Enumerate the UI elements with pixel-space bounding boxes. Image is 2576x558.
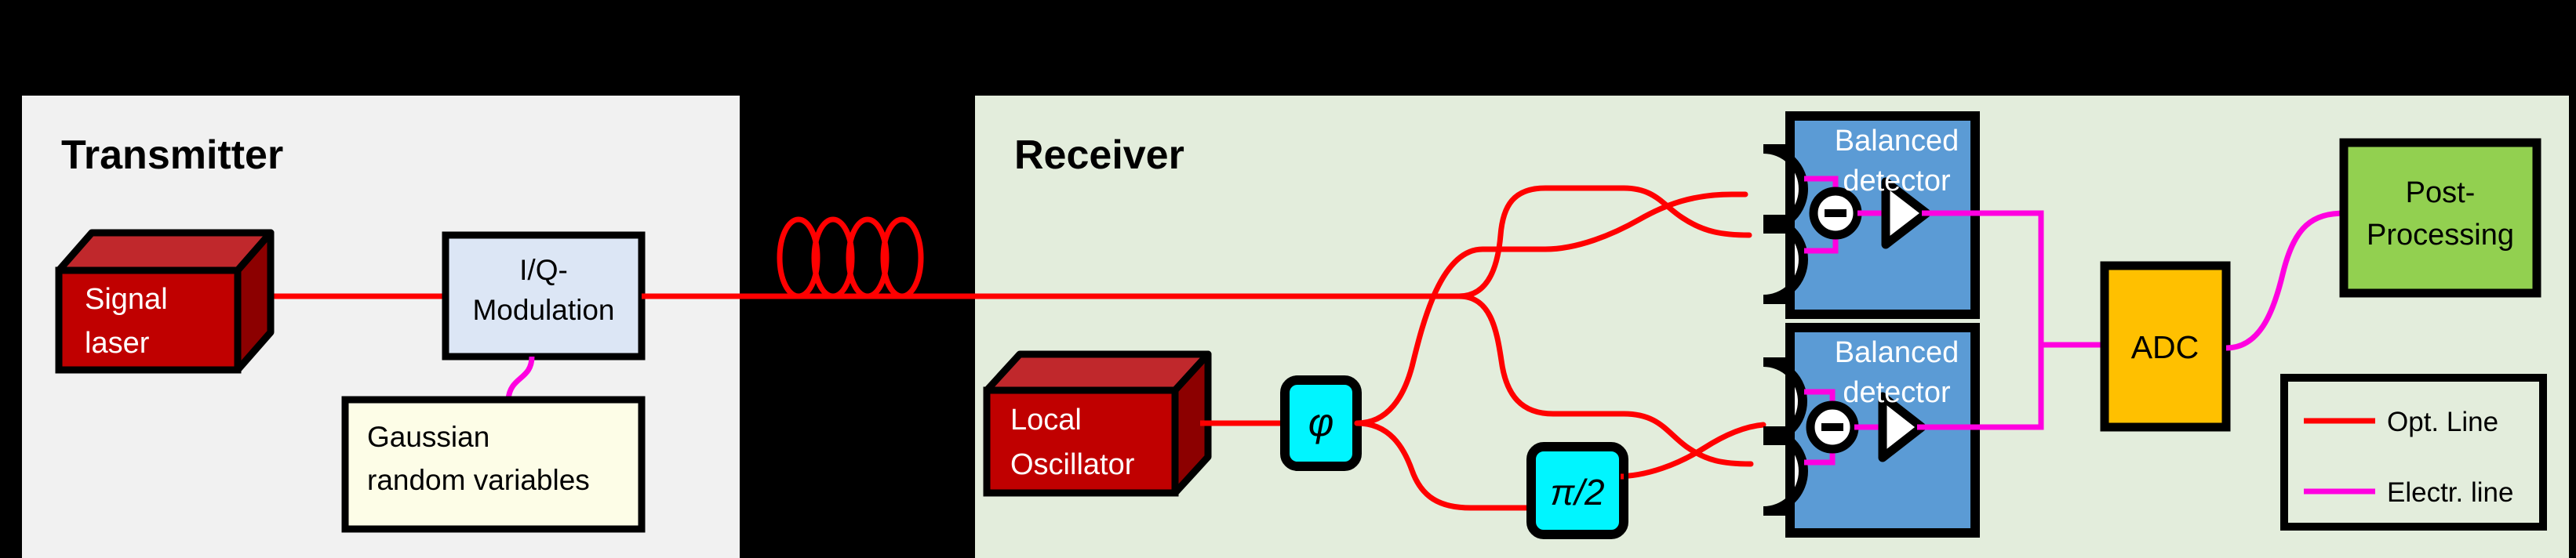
fiber-coil-turn-4 [880, 216, 924, 299]
gaussian-source-rect [341, 396, 646, 533]
optical-coupler-top-cross-b [1542, 191, 1748, 252]
local-oscillator-front-face [983, 386, 1179, 497]
fiber-coil-turn-1 [777, 216, 820, 299]
iq-modulator-box: I/Q- Modulation [442, 231, 646, 361]
amplifier-top-icon [1881, 177, 1931, 249]
optical-split-signal-up [1456, 185, 1627, 299]
optical-fiber-coil [777, 216, 924, 299]
optical-coupler-top-cross-a [1621, 185, 1752, 238]
amplifier-bottom-icon [1878, 392, 1927, 462]
gaussian-source-box: Gaussian random variables [341, 396, 646, 533]
photodiode-top-upper [1763, 144, 1808, 234]
fiber-coil-turn-2 [811, 216, 855, 299]
phase-shifter-rect [1280, 375, 1362, 471]
hybrid-phase-rect [1526, 442, 1628, 539]
photodiode-bottom-upper [1763, 357, 1807, 445]
electrical-line-gaussian-to-modulator [505, 356, 535, 400]
adc-rect [2100, 261, 2231, 432]
optical-split-signal-down [1456, 293, 1627, 417]
legend-box [2280, 374, 2547, 531]
iq-modulator-rect [442, 231, 646, 361]
signal-laser-box: Signal laser [55, 229, 275, 374]
optical-routing-network [1354, 185, 1766, 511]
optical-coupler-bottom-cross-a [1621, 411, 1754, 467]
post-processing-rect [2339, 138, 2541, 298]
legend: Opt. Line Electr. line [2280, 374, 2547, 531]
subtractor-top-minus-icon [1825, 209, 1846, 217]
optical-split-lo-up [1354, 246, 1548, 426]
phase-shifter-box: φ [1280, 375, 1362, 471]
photodiode-top-lower [1763, 215, 1808, 304]
post-processing-box: Post- Processing [2339, 138, 2541, 298]
balanced-detector-bottom: Balanced detector [1763, 323, 1980, 538]
local-oscillator-box: Local Oscillator [983, 350, 1212, 497]
local-oscillator-top-face [983, 350, 1212, 394]
photodiode-bottom-lower [1763, 426, 1808, 516]
adc-box: ADC [2100, 261, 2231, 432]
optical-split-lo-down [1354, 420, 1533, 511]
electrical-line-top-detector-to-adc [1922, 210, 2044, 345]
fiber-coil-turn-3 [846, 216, 890, 299]
subtractor-bottom-minus-icon [1821, 423, 1843, 431]
hybrid-phase-box: π/2 [1526, 442, 1628, 539]
electrical-line-adc-to-postprocessing [2225, 210, 2346, 351]
signal-laser-front-face [55, 266, 242, 374]
electrical-line-bottom-detector-to-adc [1917, 345, 2044, 430]
optical-coupler-bottom-cross-b [1613, 422, 1766, 480]
